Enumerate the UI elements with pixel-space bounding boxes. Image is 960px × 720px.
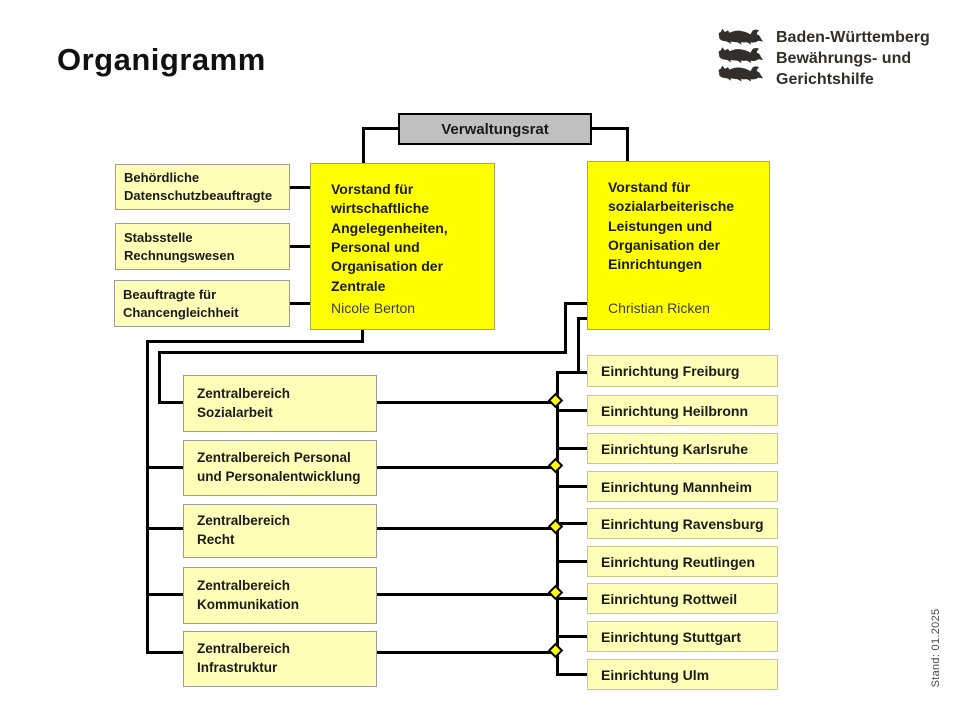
box-datenschutzbeauftragte: Behördliche Datenschutzbeauftragte [115,164,290,210]
connector-line [556,597,587,600]
einrichtung-label: Einrichtung Stuttgart [601,628,741,645]
box-chancengleichheit: Beauftragte für Chancengleichheit [114,280,290,327]
box-zb-sozialarbeit: Zentralbereich Sozialarbeit [183,375,377,432]
zb-label: Zentralbereich Kommunikation [197,577,300,612]
connector-line [577,317,587,320]
connector-line [290,245,311,248]
junction-diamond [547,392,564,409]
einrichtung-label: Einrichtung Mannheim [601,478,752,495]
box-verwaltungsrat: Verwaltungsrat [398,113,592,145]
connector-line [556,635,587,638]
three-lions-icon [718,28,764,82]
bw-logo: Baden-Württemberg Bewährungs- und Gerich… [716,27,930,90]
connector-line [556,560,587,563]
vorstand-wirtschaft-person: Nicole Berton [331,300,416,316]
connector-line [556,371,587,374]
connector-line [361,330,364,343]
box-zb-personal: Zentralbereich Personal und Personalentw… [183,440,377,496]
box-vorstand-sozial: Vorstand für sozialarbeiterische Leistun… [587,161,770,330]
einrichtung-label: Einrichtung Freiburg [601,363,740,379]
junction-diamond [547,642,564,659]
box-einrichtung-karlsruhe: Einrichtung Karlsruhe [587,433,778,464]
connector-line [290,302,311,305]
box-einrichtung-rottweil: Einrichtung Rottweil [587,583,778,614]
box-einrichtung-freiburg: Einrichtung Freiburg [587,355,778,387]
connector-line [362,127,400,130]
connector-line [556,409,587,412]
junction-diamond [547,457,564,474]
einrichtung-label: Einrichtung Ravensburg [601,515,764,532]
staff-label: Behördliche Datenschutzbeauftragte [124,170,273,203]
connector-line [158,401,183,404]
connector-line [556,447,587,450]
connector-line [149,466,183,469]
zb-label: Zentralbereich Sozialarbeit [197,385,291,420]
box-rechnungswesen: Stabsstelle Rechnungswesen [115,223,290,270]
einrichtung-label: Einrichtung Ulm [601,666,710,683]
einrichtung-label: Einrichtung Rottweil [601,590,738,607]
connector-line [149,593,183,596]
connector-line [590,127,629,130]
einrichtung-label: Einrichtung Heilbronn [601,402,748,419]
connector-line [377,527,557,530]
box-vorstand-wirtschaft: Vorstand für wirtschaftliche Angelegenhe… [310,163,495,330]
connector-line [577,317,580,374]
einrichtung-label: Einrichtung Reutlingen [601,553,755,570]
connector-line [377,466,557,469]
box-einrichtung-ravensburg: Einrichtung Ravensburg [587,508,778,539]
vorstand-sozial-title: Vorstand für sozialarbeiterische Leistun… [608,179,735,273]
staff-label: Beauftragte für Chancengleichheit [123,286,239,320]
connector-line [362,127,365,165]
box-einrichtung-stuttgart: Einrichtung Stuttgart [587,621,778,652]
connector-line [626,127,629,163]
box-zb-recht: Zentralbereich Recht [183,504,377,558]
zb-label: Zentralbereich Recht [197,513,291,547]
zb-label: Zentralbereich Personal und Personalentw… [197,450,361,484]
stand-note: Stand: 01.2025 [930,608,942,688]
connector-line [146,340,364,343]
connector-line [158,351,567,354]
connector-line [377,593,557,596]
box-einrichtung-heilbronn: Einrichtung Heilbronn [587,395,778,426]
staff-label: Stabsstelle Rechnungswesen [124,229,235,263]
box-einrichtung-mannheim: Einrichtung Mannheim [587,471,778,502]
vorstand-wirtschaft-title: Vorstand für wirtschaftliche Angelegenhe… [331,181,448,294]
box-zb-kommunikation: Zentralbereich Kommunikation [183,567,377,624]
connector-line [556,522,587,525]
box-zb-infrastruktur: Zentralbereich Infrastruktur [183,631,377,687]
connector-line [556,673,587,676]
connector-line [158,351,161,404]
connector-line [290,186,311,189]
connector-line [149,527,183,530]
box-einrichtung-ulm: Einrichtung Ulm [587,659,778,690]
verwaltungsrat-label: Verwaltungsrat [441,120,549,138]
connector-line [146,340,149,654]
einrichtung-label: Einrichtung Karlsruhe [601,440,749,457]
connector-line [377,651,557,654]
connector-line [149,651,183,654]
connector-line [377,401,557,404]
connector-line [556,485,587,488]
connector-line [564,302,587,305]
logo-org-name: Baden-Württemberg Bewährungs- und Gerich… [776,29,930,88]
vorstand-sozial-person: Christian Ricken [608,300,710,316]
page-title: Organigramm [57,42,266,77]
connector-line [564,302,567,354]
box-einrichtung-reutlingen: Einrichtung Reutlingen [587,546,778,577]
zb-label: Zentralbereich Infrastruktur [197,641,291,675]
